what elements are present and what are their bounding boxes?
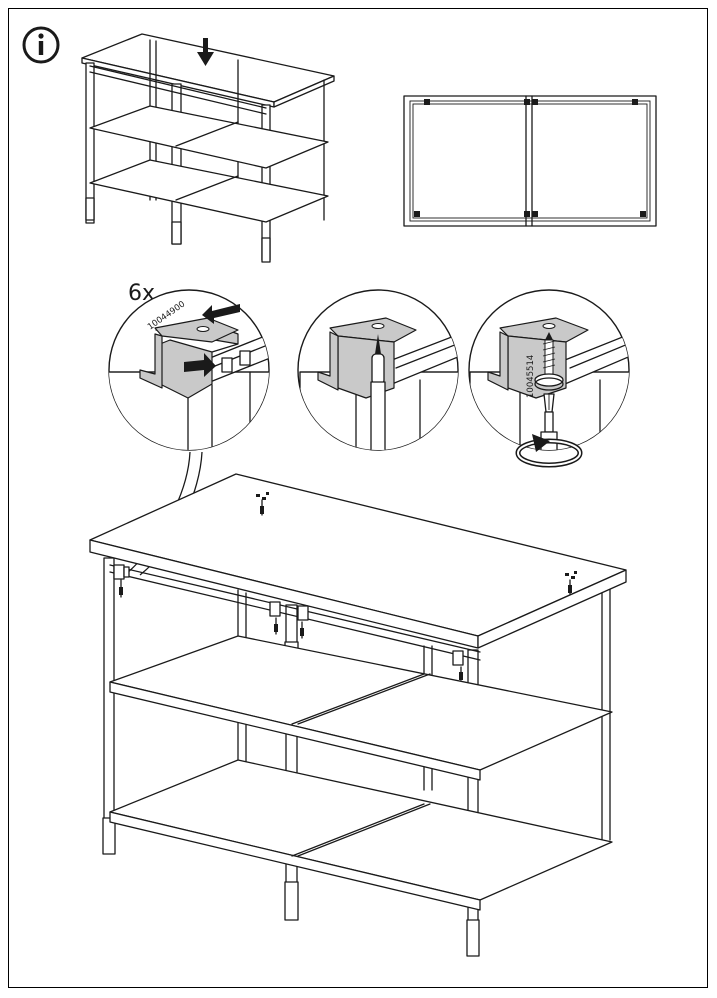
rotate-clockwise-icon — [515, 434, 583, 468]
detail-circle-bracket: 10044900 — [108, 289, 270, 451]
screw-icon — [534, 332, 564, 391]
shelf-unit-small-view — [81, 33, 335, 263]
arrow-right-icon — [184, 353, 216, 377]
info-circle-icon — [22, 26, 60, 64]
page-border — [8, 8, 708, 988]
screw-part-number: 10045514 — [526, 355, 536, 398]
bracket-hint-icon — [256, 492, 269, 516]
top-plan-view — [403, 95, 657, 227]
shelf-unit-main-view — [89, 473, 627, 957]
detail-circle-screw: 10045514 — [468, 289, 630, 468]
bracket-hint-icon — [565, 571, 577, 595]
detail-circle-pilot — [297, 289, 459, 451]
bracket-icon — [113, 564, 130, 598]
bracket-icon — [452, 650, 464, 681]
awl-tool-icon — [370, 334, 386, 450]
bracket-icon — [297, 605, 309, 639]
bracket-icon — [269, 601, 281, 635]
arrow-left-icon — [202, 304, 240, 324]
arrow-down-icon — [197, 38, 214, 66]
